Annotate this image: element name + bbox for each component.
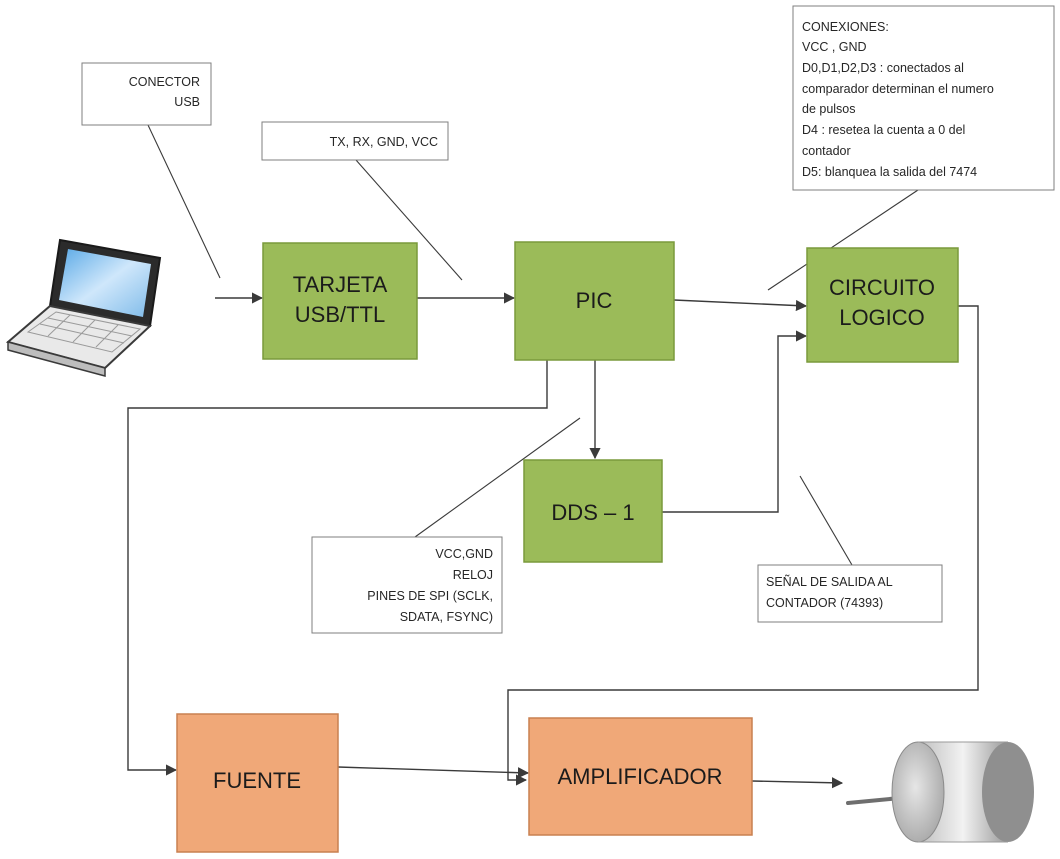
leader-dds-pins [414,417,581,538]
callout-connections-line-1: CONEXIONES: [802,20,889,34]
block-fuente-label: FUENTE [213,768,301,793]
callout-usb-connector-line-2: USB [174,95,200,109]
connection-wires [127,292,979,789]
callout-dds-pins-line-1: VCC,GND [435,547,493,561]
wire-logic-to-amplificador [507,305,979,786]
callout-output-signal-line-2: CONTADOR (74393) [766,596,883,610]
wire-pic-to-fuente [127,360,548,776]
block-amplificador: AMPLIFICADOR [528,717,753,836]
callout-connections-line-4: comparador determinan el numero [802,82,994,96]
leader-usb-connector [147,124,221,279]
callout-leaders [147,124,919,566]
leader-output-signal [799,475,853,566]
block-usb-ttl-label-2: USB/TTL [295,302,385,327]
block-logic-label-2: LOGICO [839,305,925,330]
callout-output-signal-line-1: SEÑAL DE SALIDA AL [766,575,893,589]
callout-connections-line-3: D0,D1,D2,D3 : conectados al [802,61,964,75]
leader-serial-pins [355,159,463,281]
speaker-transducer-icon [846,741,1034,843]
callout-connections-line-7: contador [802,144,851,158]
callout-connections-line-8: D5: blanquea la salida del 7474 [802,165,977,179]
leader-connections [767,189,919,291]
callout-dds-pins-line-4: SDATA, FSYNC) [400,610,493,624]
callout-dds-pins-line-2: RELOJ [453,568,493,582]
callout-connections: CONEXIONES: VCC , GND D0,D1,D2,D3 : cone… [792,5,1055,191]
block-usb-ttl-label-1: TARJETA [293,272,388,297]
block-logic-label-1: CIRCUITO [829,275,935,300]
laptop-icon [5,238,162,377]
callout-serial-pins-text: TX, RX, GND, VCC [330,135,438,149]
block-usb-ttl: TARJETA USB/TTL [262,242,418,360]
callout-dds-pins: VCC,GND RELOJ PINES DE SPI (SCLK, SDATA,… [311,536,503,634]
callout-connections-line-6: D4 : resetea la cuenta a 0 del [802,123,965,137]
callout-serial-pins: TX, RX, GND, VCC [261,121,449,161]
wire-pic-to-logic [673,299,808,312]
block-dds: DDS – 1 [523,459,663,563]
wire-amplificador-to-speaker [751,777,844,789]
callout-dds-pins-line-3: PINES DE SPI (SCLK, [367,589,493,603]
callout-connections-line-5: de pulsos [802,102,856,116]
callout-output-signal: SEÑAL DE SALIDA AL CONTADOR (74393) [757,564,943,623]
block-pic: PIC [514,241,675,361]
callout-usb-connector: CONECTOR USB [81,62,212,126]
block-amplificador-label: AMPLIFICADOR [557,764,722,789]
callout-usb-connector-line-1: CONECTOR [129,75,200,89]
wire-fuente-to-amplificador [337,766,530,779]
callout-connections-line-2: VCC , GND [802,40,867,54]
wire-dds-to-logic [662,330,808,513]
block-logic-circuit: CIRCUITO LOGICO [806,247,959,363]
block-fuente: FUENTE [176,713,339,853]
block-dds-label: DDS – 1 [551,500,634,525]
block-pic-label: PIC [576,288,613,313]
